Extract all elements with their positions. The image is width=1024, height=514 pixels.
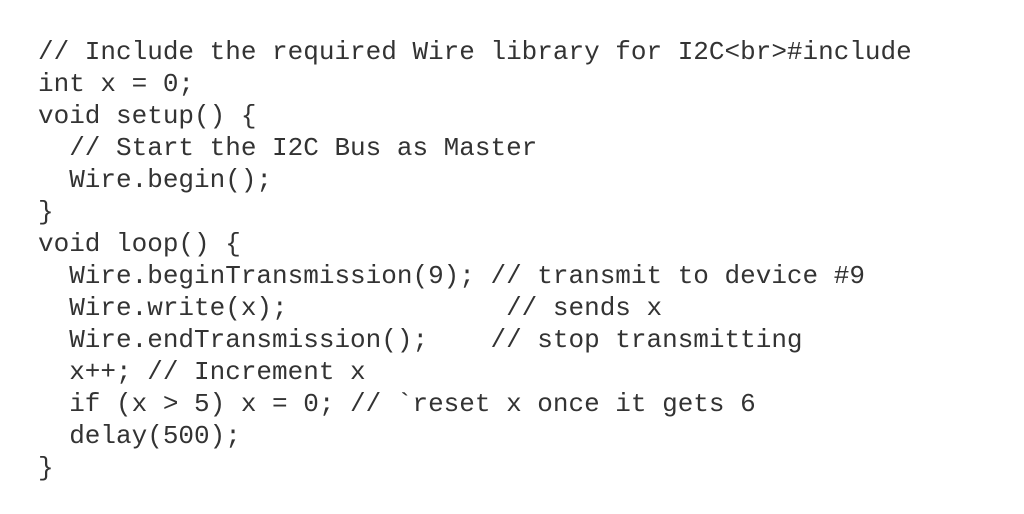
code-listing: // Include the required Wire library for… [38, 36, 912, 484]
code-line-10: Wire.endTransmission(); // stop transmit… [38, 325, 803, 355]
code-line-1: // Include the required Wire library for… [38, 37, 912, 67]
code-line-11: x++; // Increment x [38, 357, 366, 387]
code-line-9: Wire.write(x); // sends x [38, 293, 663, 323]
code-line-2: int x = 0; [38, 69, 195, 99]
code-line-5: Wire.begin(); [38, 165, 273, 195]
code-line-7: void loop() { [38, 229, 241, 259]
code-line-12: if (x > 5) x = 0; // `reset x once it ge… [38, 389, 756, 419]
code-line-3: void setup() { [38, 101, 257, 131]
code-line-8: Wire.beginTransmission(9); // transmit t… [38, 261, 865, 291]
code-line-13: delay(500); [38, 421, 241, 451]
code-line-4: // Start the I2C Bus as Master [38, 133, 538, 163]
code-line-14: } [38, 453, 54, 483]
code-line-6: } [38, 197, 54, 227]
